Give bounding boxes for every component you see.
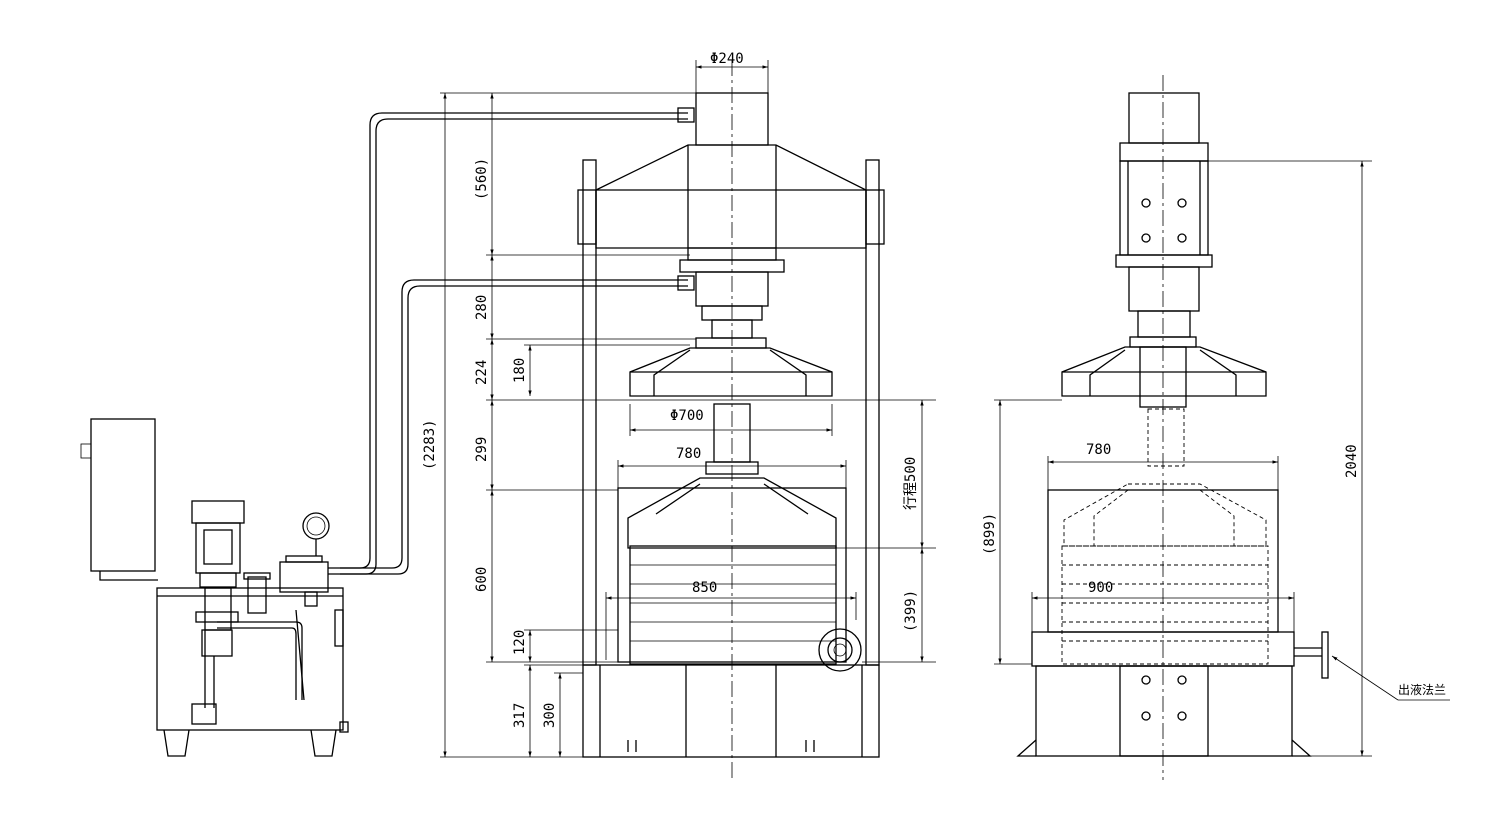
label-outlet-flange: 出液法兰: [1398, 682, 1446, 697]
press-side-view: [1016, 75, 1329, 780]
dim-317: 317: [512, 703, 528, 728]
dim-280: 280: [474, 295, 490, 320]
dim-total-height: (2283): [422, 419, 438, 470]
dim-120: 120: [512, 630, 528, 655]
dim-stroke: 行程500: [903, 457, 919, 510]
side-dimensions: 780 900 (899) 2040 出液法兰: [982, 160, 1450, 757]
dim-180: 180: [512, 358, 528, 383]
dim-upper-height: (560): [474, 158, 490, 200]
dim-width-850: 850: [692, 580, 717, 596]
dim-plate-diameter: Φ700: [670, 408, 704, 424]
hydraulic-power-unit: [80, 418, 349, 757]
hydraulic-hoses: [328, 107, 695, 575]
front-dimensions: Φ240 (2283) (560) 280 224 299 600 180 12…: [422, 51, 936, 758]
dim-side-width-900: 900: [1088, 580, 1113, 596]
dim-width-780: 780: [676, 446, 701, 462]
dim-399: (399): [903, 590, 919, 632]
dim-side-height-899: (899): [982, 513, 998, 555]
dim-600: 600: [474, 567, 490, 592]
dim-224: 224: [474, 360, 490, 385]
dim-side-total-2040: 2040: [1344, 444, 1360, 478]
press-front-view: [577, 60, 885, 780]
dim-299: 299: [474, 437, 490, 462]
dim-side-width-780: 780: [1086, 442, 1111, 458]
dim-top-diameter: Φ240: [710, 51, 744, 67]
dim-300: 300: [542, 703, 558, 728]
